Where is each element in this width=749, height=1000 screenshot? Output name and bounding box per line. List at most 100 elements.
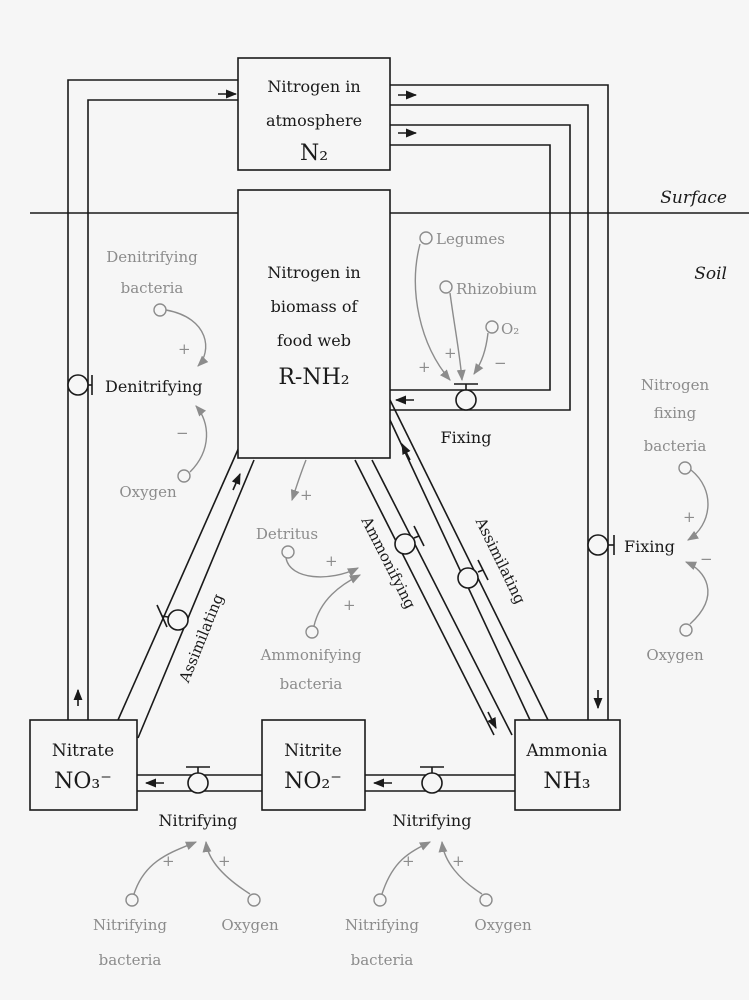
sign-plus-rhizobium: +: [444, 344, 457, 362]
atmosphere-label-2: atmosphere: [266, 111, 362, 130]
biomass-label-1: Nitrogen in: [267, 263, 360, 282]
nitrate-label: Nitrate: [52, 741, 114, 761]
sign-minus-fixing: −: [700, 550, 713, 568]
legumes-node: [419, 231, 433, 245]
oxygen-nitrifying-right-node: [479, 893, 493, 907]
process-fixing-bacteria: Fixing: [624, 537, 675, 556]
nitrifying-bacteria-left-label-1: Nitrifying: [93, 916, 167, 934]
pipe-fixing-legumes: [390, 124, 571, 411]
biomass-label-2: biomass of: [271, 297, 359, 316]
sign-plus-detritus-flow: +: [300, 486, 313, 504]
nitrite-label: Nitrite: [284, 741, 342, 761]
fixing-bacteria-label-2: fixing: [654, 404, 697, 422]
sign-plus-oxygen-nitrifying-right: +: [452, 852, 465, 870]
fixing-bacteria-label-1: Nitrogen: [641, 376, 710, 394]
denitrifying-bacteria-label-1: Denitrifying: [106, 248, 198, 266]
influence-denitrifying: Denitrifying bacteria + Oxygen −: [106, 248, 209, 501]
valve-fixing-legumes: [454, 383, 478, 411]
valve-ammonifying: [394, 525, 425, 555]
denitrifying-bacteria-label-2: bacteria: [121, 279, 184, 297]
nitrifying-bacteria-right-label-1: Nitrifying: [345, 916, 419, 934]
fixing-bacteria-label-3: bacteria: [644, 437, 707, 455]
sign-plus-fixing: +: [683, 508, 696, 526]
valve-fixing-bacteria: [587, 534, 615, 556]
atmosphere-formula: N₂: [300, 141, 328, 166]
pipe-nitrifying-right: [365, 774, 515, 792]
influence-ammonifying: + Detritus + + Ammonifying bacteria: [256, 459, 362, 693]
rhizobium-label: Rhizobium: [456, 280, 537, 298]
process-assimilating-right: Assimilating: [471, 514, 529, 608]
o2-node: [485, 320, 499, 334]
valve-assimilating-left: [156, 604, 189, 631]
arrow-assimilating-left: [231, 472, 241, 491]
valve-assimilating-right: [457, 559, 489, 589]
box-ammonia: Ammonia NH₃: [514, 719, 621, 811]
valve-nitrifying-left: [186, 766, 210, 794]
oxygen-nitrifying-left-label: Oxygen: [221, 916, 279, 934]
sign-plus-nitrifying-bacteria-right: +: [402, 852, 415, 870]
process-denitrifying: Denitrifying: [105, 377, 203, 396]
oxygen-denitrifying-node: [177, 469, 191, 483]
pipe-denitrifying: [67, 79, 238, 720]
arrow-assimilating-right: [401, 442, 411, 461]
process-assimilating-left: Assimilating: [175, 591, 227, 686]
soil-label: Soil: [694, 264, 727, 284]
nitrifying-bacteria-right-node: [373, 893, 387, 907]
oxygen-fixing-node: [679, 623, 693, 637]
influence-fixing-legumes: Legumes Rhizobium O₂ + + −: [414, 230, 537, 382]
pipe-assimilating-right: [389, 399, 549, 721]
detritus-node: [281, 545, 295, 559]
detritus-label: Detritus: [256, 525, 318, 543]
box-biomass: Nitrogen in biomass of food web R-NH₂: [237, 189, 391, 459]
process-ammonifying: Ammonifying: [357, 513, 419, 612]
sign-plus-denitrifying: +: [178, 340, 191, 358]
nitrifying-bacteria-left-label-2: bacteria: [99, 951, 162, 969]
flow-arrows: [73, 89, 603, 788]
process-fixing-legumes: Fixing: [441, 428, 492, 447]
ammonia-label: Ammonia: [525, 741, 607, 761]
arrow-ammonifying: [487, 711, 497, 730]
surface-label: Surface: [660, 188, 727, 208]
valve-denitrifying: [67, 374, 93, 396]
denitrifying-bacteria-node: [153, 303, 167, 317]
nitrifying-bacteria-left-node: [125, 893, 139, 907]
rhizobium-node: [439, 280, 453, 294]
pipe-assimilating-left: [117, 444, 255, 739]
o2-label: O₂: [501, 320, 519, 338]
pipe-ammonifying: [354, 459, 513, 736]
sign-plus-oxygen-nitrifying-left: +: [218, 852, 231, 870]
ammonia-formula: NH₃: [543, 769, 590, 794]
legumes-label: Legumes: [436, 230, 505, 248]
sign-plus-nitrifying-bacteria-left: +: [162, 852, 175, 870]
nitrate-formula: NO₃⁻: [54, 769, 112, 794]
nitrite-formula: NO₂⁻: [284, 769, 342, 794]
sign-plus-legumes: +: [418, 358, 431, 376]
oxygen-nitrifying-right-label: Oxygen: [474, 916, 532, 934]
influence-nitrifying-right: + + Nitrifying bacteria Oxygen: [345, 840, 532, 969]
biomass-formula: R-NH₂: [278, 365, 349, 390]
nitrifying-bacteria-right-label-2: bacteria: [351, 951, 414, 969]
influence-nitrifying-left: + + Nitrifying bacteria Oxygen: [93, 840, 279, 969]
fixing-bacteria-node: [678, 461, 692, 475]
sign-plus-detritus: +: [325, 552, 338, 570]
influence-fixing-bacteria: Nitrogen fixing bacteria + Oxygen −: [641, 376, 713, 664]
box-atmosphere: Nitrogen in atmosphere N₂: [237, 57, 391, 171]
sign-minus-denitrifying: −: [176, 424, 189, 442]
atmosphere-label-1: Nitrogen in: [267, 77, 360, 96]
process-nitrifying-left: Nitrifying: [159, 811, 238, 830]
valve-nitrifying-right: [420, 766, 444, 794]
pipe-fixing-bacteria: [390, 84, 609, 720]
ammonifying-bacteria-node: [305, 625, 319, 639]
sign-plus-ammonifying-bacteria: +: [343, 596, 356, 614]
oxygen-nitrifying-left-node: [247, 893, 261, 907]
oxygen-denitrifying-label: Oxygen: [119, 483, 177, 501]
ammonifying-bacteria-label-1: Ammonifying: [260, 646, 362, 664]
oxygen-fixing-label: Oxygen: [646, 646, 704, 664]
sign-minus-o2: −: [494, 354, 507, 372]
biomass-label-3: food web: [277, 331, 351, 350]
process-nitrifying-right: Nitrifying: [393, 811, 472, 830]
ammonifying-bacteria-label-2: bacteria: [280, 675, 343, 693]
box-nitrite: Nitrite NO₂⁻: [261, 719, 366, 811]
box-nitrate: Nitrate NO₃⁻: [29, 719, 138, 811]
